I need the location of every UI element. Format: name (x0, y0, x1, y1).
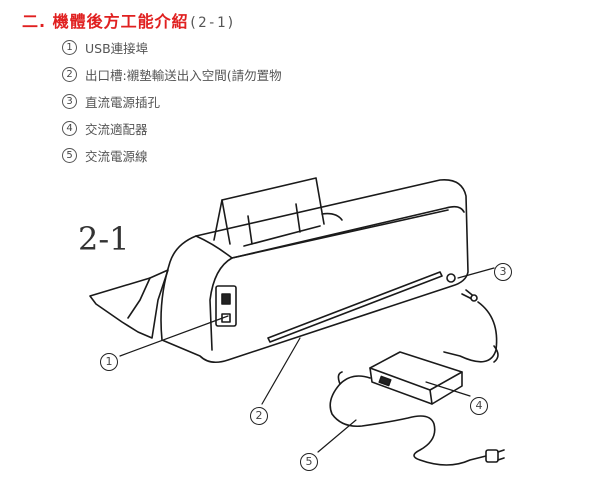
parts-list: 1 USB連接埠 2 出口槽:襯墊輸送出入空間(請勿置物 3 直流電源插孔 4 … (62, 38, 282, 173)
number-circle-icon: 2 (250, 406, 268, 425)
machine-body (160, 179, 469, 364)
list-item: 4 交流適配器 (62, 119, 282, 138)
callout-3: 3 (494, 260, 512, 281)
callout-4: 4 (470, 394, 488, 415)
number-circle-icon: 5 (62, 148, 77, 163)
figure-label: 2-1 (78, 220, 130, 258)
title-main: 二. 機體後方工能介紹 (22, 12, 189, 31)
ac-cord (329, 375, 487, 466)
list-item: 3 直流電源插孔 (62, 92, 282, 111)
number-circle-icon: 3 (62, 94, 77, 109)
list-item: 5 交流電源線 (62, 146, 282, 165)
number-circle-icon: 4 (62, 121, 77, 136)
item-label: USB連接埠 (85, 41, 149, 56)
callout-1: 1 (100, 350, 118, 371)
item-label: 交流適配器 (85, 122, 148, 137)
page-title: 二. 機體後方工能介紹(2-1) (22, 8, 236, 32)
list-item: 2 出口槽:襯墊輸送出入空間(請勿置物 (62, 65, 282, 84)
number-circle-icon: 2 (62, 67, 77, 82)
usb-port (215, 285, 237, 327)
exit-slot (267, 271, 443, 343)
dc-jack (446, 273, 456, 283)
number-circle-icon: 4 (470, 396, 488, 415)
item-label: 出口槽:襯墊輸送出入空間(請勿置物 (85, 68, 282, 83)
front-tray (89, 269, 169, 339)
item-label: 交流電源線 (85, 149, 148, 164)
paper-support (213, 177, 325, 241)
callout-5: 5 (300, 450, 318, 471)
dc-cord (443, 301, 498, 363)
number-circle-icon: 1 (100, 352, 118, 371)
title-subtitle: (2-1) (188, 15, 236, 31)
ac-plug (485, 449, 499, 463)
number-circle-icon: 1 (62, 40, 77, 55)
item-label: 直流電源插孔 (85, 95, 161, 110)
number-circle-icon: 3 (494, 262, 512, 281)
number-circle-icon: 5 (300, 452, 318, 471)
list-item: 1 USB連接埠 (62, 38, 282, 57)
callout-2: 2 (250, 404, 268, 425)
